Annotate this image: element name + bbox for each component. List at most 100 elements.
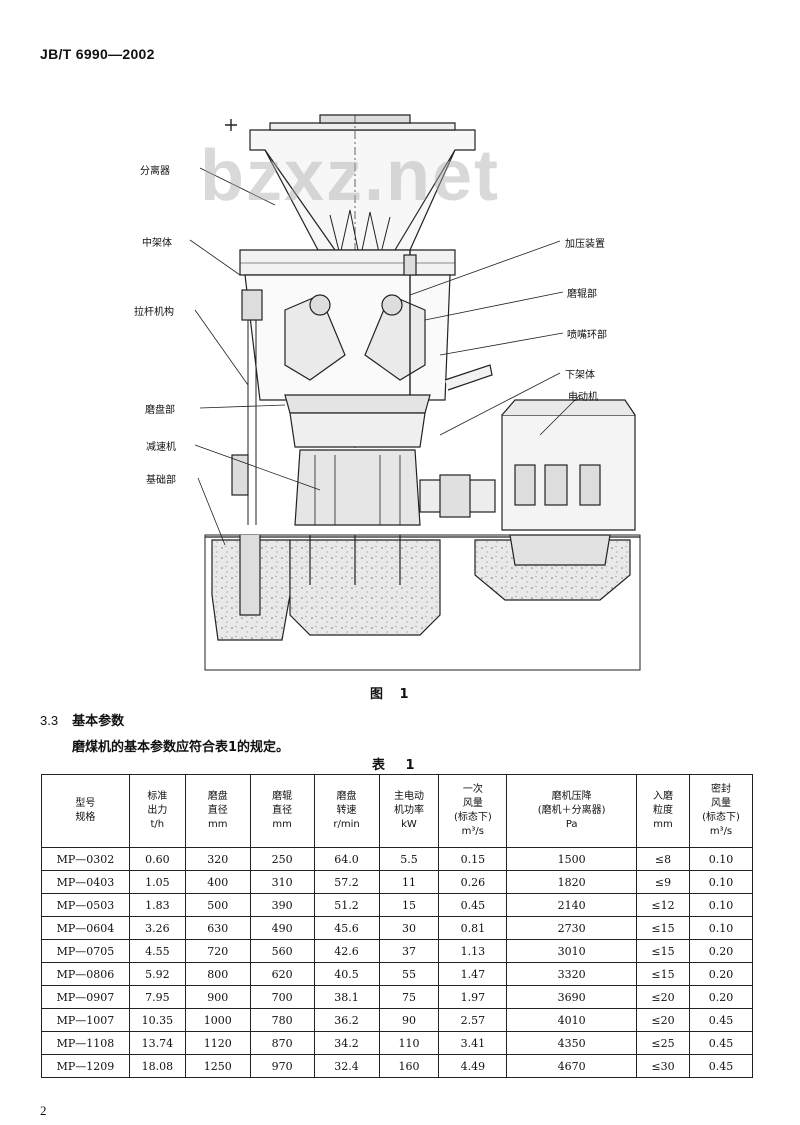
table-cell: 1500 — [506, 847, 638, 871]
reducer — [294, 449, 421, 526]
table-cell: 4.55 — [128, 939, 186, 963]
watermark: bzxz.net — [200, 136, 501, 216]
table-cell: 1.83 — [128, 893, 186, 917]
table-cell: 4.49 — [438, 1054, 508, 1078]
table-cell: 4670 — [506, 1054, 638, 1078]
label-reducer: 减速机 — [146, 442, 176, 453]
table-cell: 1.05 — [128, 870, 186, 894]
header-seal-air: 密封 风量 (标态下) m³/s — [688, 774, 754, 848]
table-cell: 42.6 — [313, 939, 380, 963]
table-cell: 970 — [249, 1054, 315, 1078]
table-cell: ≤25 — [636, 1031, 690, 1055]
table-cell: 0.45 — [688, 1031, 754, 1055]
table-cell: 320 — [184, 847, 251, 871]
label-foundation: 基础部 — [146, 475, 176, 486]
section-heading: 3.3 基本参数 — [40, 710, 124, 729]
table-cell: 1.47 — [438, 962, 508, 986]
table-cell: 57.2 — [313, 870, 380, 894]
table-cell: 780 — [249, 1008, 315, 1032]
table-cell: 0.45 — [688, 1008, 754, 1032]
table-cell: MP—0403 — [41, 870, 130, 894]
parameters-table: 型号 规格 标准 出力 t/h 磨盘 直径 mm 磨辊 直径 mm 磨盘 转速 … — [41, 774, 754, 1078]
table-header-row: 型号 规格 标准 出力 t/h 磨盘 直径 mm 磨辊 直径 mm 磨盘 转速 … — [41, 774, 754, 848]
table-cell: ≤20 — [636, 1008, 690, 1032]
table-cell: 0.60 — [128, 847, 186, 871]
table-cell: 900 — [184, 985, 251, 1009]
table-cell: 0.20 — [688, 985, 754, 1009]
table-cell: 5.5 — [378, 847, 440, 871]
table-cell: 3320 — [506, 962, 638, 986]
lower-frame — [289, 412, 426, 448]
table-cell: MP—1007 — [41, 1008, 130, 1032]
table-cell: 0.10 — [688, 870, 754, 894]
table-cell: 1000 — [184, 1008, 251, 1032]
table-cell: 2.57 — [438, 1008, 508, 1032]
table-cell: 5.92 — [128, 962, 186, 986]
table-cell: 0.20 — [688, 939, 754, 963]
table-cell: 310 — [249, 870, 315, 894]
table-cell: 560 — [249, 939, 315, 963]
mill-drawing — [189, 114, 641, 671]
table-cell: MP—0806 — [41, 962, 130, 986]
label-pressure-device: 加压装置 — [565, 239, 605, 250]
header-primary-air: 一次 风量 (标态下) m³/s — [438, 774, 508, 848]
grinding-disc — [284, 394, 431, 414]
label-pull-rod: 拉杆机构 — [134, 307, 174, 318]
foundation-center-pit — [289, 539, 441, 636]
table-cell: MP—0705 — [41, 939, 130, 963]
standard-code: JB/T 6990—2002 — [40, 46, 155, 62]
table-cell: 36.2 — [313, 1008, 380, 1032]
table-cell: MP—1108 — [41, 1031, 130, 1055]
table-cell: 11 — [378, 870, 440, 894]
table-cell: 390 — [249, 893, 315, 917]
table-cell: 32.4 — [313, 1054, 380, 1078]
header-motor-power: 主电动 机功率 kW — [378, 774, 440, 848]
table-cell: MP—0604 — [41, 916, 130, 940]
section-paragraph: 磨煤机的基本参数应符合表1的规定。 — [72, 740, 290, 755]
table-cell: 490 — [249, 916, 315, 940]
header-pressure-drop: 磨机压降 (磨机＋分离器) Pa — [506, 774, 638, 848]
table-cell: 400 — [184, 870, 251, 894]
table-cell: 0.45 — [438, 893, 508, 917]
table-cell: ≤15 — [636, 939, 690, 963]
table-cell: 0.81 — [438, 916, 508, 940]
table-cell: 15 — [378, 893, 440, 917]
table-cell: ≤15 — [636, 916, 690, 940]
table-cell: 3.41 — [438, 1031, 508, 1055]
table-cell: 720 — [184, 939, 251, 963]
table-cell: 800 — [184, 962, 251, 986]
table-cell: 160 — [378, 1054, 440, 1078]
table-cell: 700 — [249, 985, 315, 1009]
table-cell: 55 — [378, 962, 440, 986]
label-grinding-roller: 磨辊部 — [567, 289, 597, 300]
section-number: 3.3 — [40, 713, 59, 728]
table-cell: 0.10 — [688, 916, 754, 940]
table-cell: 10.35 — [128, 1008, 186, 1032]
mill-drawing-figure: 分离器 中架体 拉杆机构 磨盘部 减速机 基础部 加压装置 磨辊部 喷嘴环部 下… — [0, 95, 800, 695]
table-cell: 110 — [378, 1031, 440, 1055]
section-title: 基本参数 — [72, 714, 125, 729]
label-separator: 分离器 — [140, 166, 170, 177]
table-cell: 90 — [378, 1008, 440, 1032]
table-cell: 1820 — [506, 870, 638, 894]
table-cell: 3010 — [506, 939, 638, 963]
table-cell: MP—0302 — [41, 847, 130, 871]
label-nozzle-ring: 喷嘴环部 — [567, 330, 607, 341]
header-roller-diameter: 磨辊 直径 mm — [249, 774, 315, 848]
table-cell: 870 — [249, 1031, 315, 1055]
table-cell: 34.2 — [313, 1031, 380, 1055]
header-disc-diameter: 磨盘 直径 mm — [184, 774, 251, 848]
table-cell: 0.10 — [688, 893, 754, 917]
table-cell: ≤30 — [636, 1054, 690, 1078]
table-cell: 620 — [249, 962, 315, 986]
header-disc-speed: 磨盘 转速 r/min — [313, 774, 380, 848]
table-cell: 51.2 — [313, 893, 380, 917]
table-cell: 13.74 — [128, 1031, 186, 1055]
